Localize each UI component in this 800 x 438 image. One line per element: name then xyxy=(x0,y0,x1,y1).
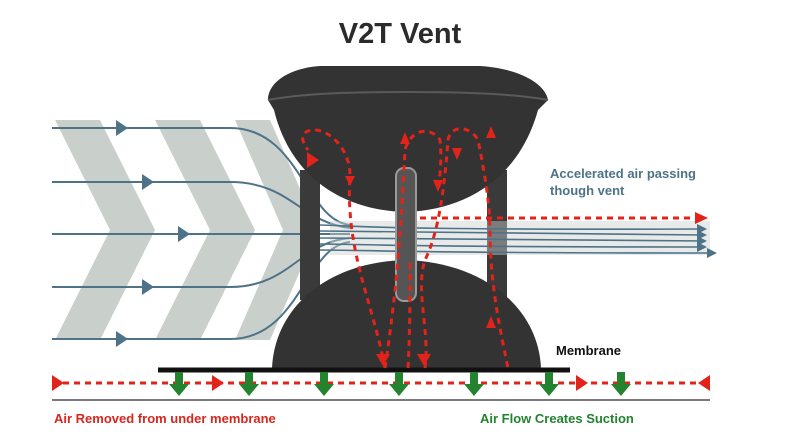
flow-arrow-icon xyxy=(178,226,190,242)
accelerated-air-label-line1: Accelerated air passing xyxy=(550,166,696,181)
flow-arrow-icon xyxy=(116,120,128,136)
incoming-flow-arrowheads xyxy=(116,120,190,347)
vent-cap xyxy=(268,66,548,212)
flow-arrow-icon xyxy=(417,354,431,366)
chevron-arrow-icon xyxy=(55,120,155,340)
down-arrow-icon xyxy=(239,372,259,396)
extracted-air-arrowheads xyxy=(52,126,710,391)
suction-arrows xyxy=(169,372,631,396)
flow-arrow-icon xyxy=(486,316,496,328)
flow-arrow-icon xyxy=(576,375,588,391)
accelerated-air-label: Accelerated air passing though vent xyxy=(550,165,696,199)
suction-label: Air Flow Creates Suction xyxy=(480,411,634,426)
down-arrow-icon xyxy=(539,372,559,396)
flow-arrow-icon xyxy=(52,375,64,391)
accelerated-air-label-line2: though vent xyxy=(550,183,625,198)
membrane-label: Membrane xyxy=(556,343,622,358)
flow-arrow-icon xyxy=(433,180,443,192)
down-arrow-icon xyxy=(611,372,631,396)
flow-arrow-icon xyxy=(486,126,496,138)
extracted-air-paths xyxy=(52,127,710,385)
flow-arrow-icon xyxy=(142,174,154,190)
flow-arrow-icon xyxy=(345,176,355,186)
flow-arrow-icon xyxy=(307,152,319,168)
wind-chevrons xyxy=(55,120,318,340)
air-removed-label: Air Removed from under membrane xyxy=(54,411,276,426)
flow-arrow-icon xyxy=(116,331,128,347)
down-arrow-icon xyxy=(464,372,484,396)
flow-arrow-icon xyxy=(400,132,410,144)
flow-arrow-icon xyxy=(698,375,710,391)
flow-arrow-icon xyxy=(376,354,390,366)
flow-arrow-icon xyxy=(142,279,154,295)
down-arrow-icon xyxy=(314,372,334,396)
vent-cap-rim xyxy=(267,90,549,101)
incoming-airflow xyxy=(52,127,351,340)
down-arrow-icon xyxy=(169,372,189,396)
vent-base xyxy=(272,260,541,368)
accelerated-airflow xyxy=(319,221,717,258)
flow-arrow-icon xyxy=(212,375,224,391)
diagram-title: V2T Vent xyxy=(338,18,462,50)
flow-arrow-icon xyxy=(452,148,462,160)
flow-arrow-icon xyxy=(695,212,708,224)
chevron-arrow-icon xyxy=(155,120,255,340)
down-arrow-icon xyxy=(389,372,409,396)
